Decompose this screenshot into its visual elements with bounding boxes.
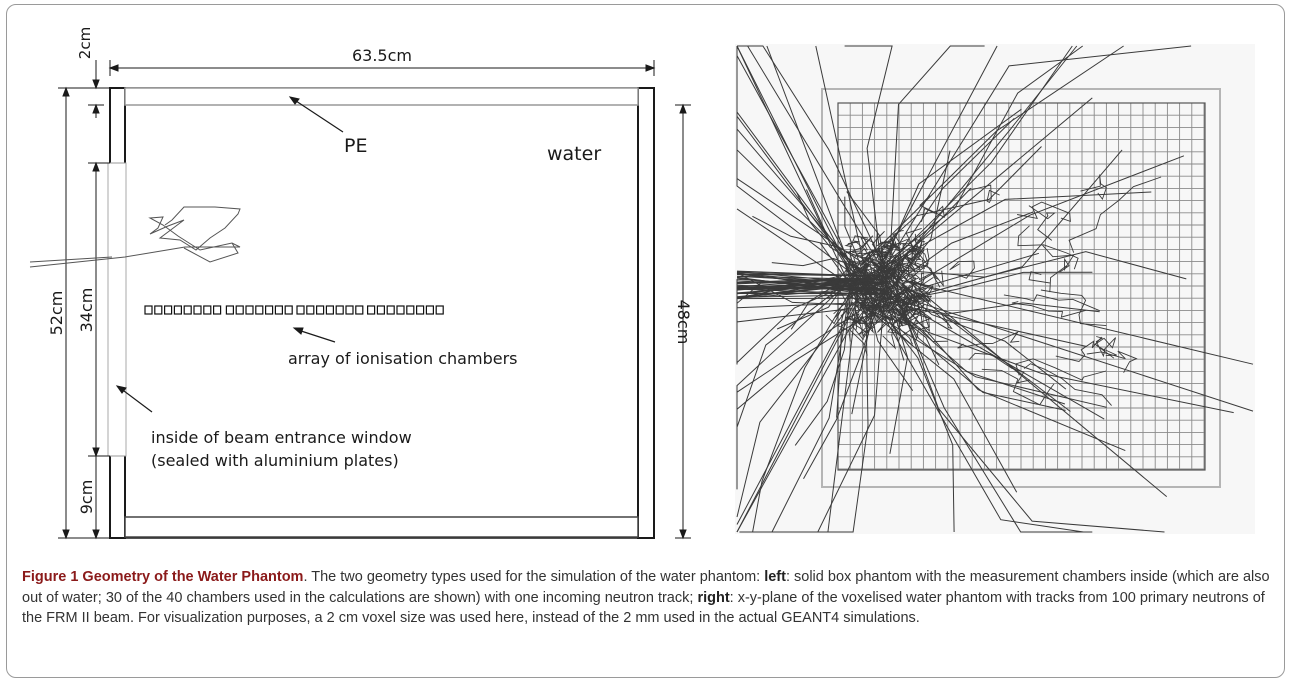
ionisation-chamber bbox=[425, 305, 434, 315]
ionisation-chamber bbox=[255, 305, 264, 315]
neutron-tracks bbox=[736, 45, 1254, 533]
pe-plate-bottom bbox=[124, 516, 639, 538]
ionisation-chamber bbox=[203, 305, 212, 315]
ionisation-chamber bbox=[154, 305, 163, 315]
ionisation-chamber bbox=[396, 305, 405, 315]
phantom-right-wall bbox=[637, 87, 655, 539]
ionisation-chamber bbox=[213, 305, 222, 315]
ionisation-chamber bbox=[416, 305, 425, 315]
chambers-label: array of ionisation chambers bbox=[288, 349, 517, 368]
ionisation-chamber bbox=[325, 305, 334, 315]
pe-pointer-arrow bbox=[292, 98, 344, 133]
ionisation-chamber bbox=[306, 305, 315, 315]
ionisation-chamber bbox=[406, 305, 415, 315]
pe-plate-top bbox=[124, 87, 639, 106]
caption-text-3: : x-y-plane of the voxelised water phant… bbox=[22, 589, 1265, 627]
water-label: water bbox=[547, 143, 601, 165]
ionisation-chamber bbox=[316, 305, 325, 315]
caption-text-1: . The two geometry types used for the si… bbox=[303, 569, 765, 585]
chambers-pointer-arrow bbox=[297, 329, 336, 343]
ionisation-chamber bbox=[335, 305, 344, 315]
figure-caption: Figure 1 Geometry of the Water Phantom. … bbox=[22, 567, 1272, 629]
ionisation-chamber-array bbox=[144, 305, 444, 315]
phantom-geometry-diagram bbox=[29, 60, 691, 540]
figure-title: Figure 1 Geometry of the Water Phantom bbox=[22, 569, 304, 585]
window-pointer-arrow bbox=[119, 387, 153, 413]
width-dimension-label: 63.5cm bbox=[352, 46, 412, 65]
ionisation-chamber bbox=[164, 305, 173, 315]
caption-right-keyword: right bbox=[697, 589, 730, 606]
ionisation-chamber bbox=[183, 305, 192, 315]
ionisation-chamber bbox=[225, 305, 234, 315]
ionisation-chamber bbox=[144, 305, 153, 315]
ionisation-chamber bbox=[173, 305, 182, 315]
ionisation-chamber bbox=[367, 305, 376, 315]
window-label-line2: (sealed with aluminium plates) bbox=[151, 451, 399, 470]
caption-text-2: : solid box phantom with the measurement… bbox=[22, 569, 1270, 606]
ionisation-chamber bbox=[245, 305, 254, 315]
window-label-line1: inside of beam entrance window bbox=[151, 428, 412, 447]
inner-height-label: 48cm bbox=[674, 300, 693, 345]
caption-left-keyword: left bbox=[764, 569, 786, 585]
ionisation-chamber bbox=[284, 305, 293, 315]
ionisation-chamber bbox=[296, 305, 305, 315]
ionisation-chamber bbox=[376, 305, 385, 315]
top-gap-label: 2cm bbox=[76, 27, 94, 59]
ionisation-chamber bbox=[355, 305, 364, 315]
beam-entrance-window bbox=[107, 162, 127, 457]
ionisation-chamber bbox=[435, 305, 444, 315]
neutron-track bbox=[29, 206, 241, 268]
ionisation-chamber bbox=[274, 305, 283, 315]
total-height-label: 52cm bbox=[47, 291, 66, 336]
figure-graphic: 63.5cm 2cm 52cm 34cm 9cm 48cm PE water a… bbox=[29, 27, 1255, 540]
pe-label: PE bbox=[344, 135, 367, 157]
ionisation-chamber bbox=[193, 305, 202, 315]
ionisation-chamber bbox=[235, 305, 244, 315]
ionisation-chamber bbox=[265, 305, 274, 315]
ionisation-chamber bbox=[345, 305, 354, 315]
bottom-gap-label: 9cm bbox=[77, 480, 96, 515]
ionisation-chamber bbox=[386, 305, 395, 315]
voxelised-phantom-tracks bbox=[735, 44, 1255, 534]
window-height-label: 34cm bbox=[77, 288, 96, 333]
